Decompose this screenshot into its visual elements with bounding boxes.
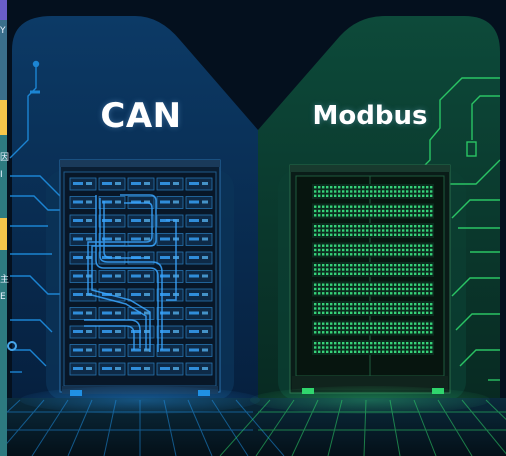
left-edge-strip [0,0,7,456]
left-edge-glyph: Y [0,26,6,36]
can-title: CAN [100,96,182,136]
can-server-rack [59,159,221,396]
left-edge-glyph: 主 [0,275,10,285]
modbus-server-rack [289,164,451,394]
circuit-traces-right [409,77,501,381]
floor-grid [0,386,506,456]
modbus-title: Modbus [312,101,428,131]
left-edge-glyph: E [0,292,6,302]
left-edge-glyph: 因 [0,153,10,163]
left-edge-glyph: I [0,170,3,180]
circuit-traces-left [7,60,70,373]
